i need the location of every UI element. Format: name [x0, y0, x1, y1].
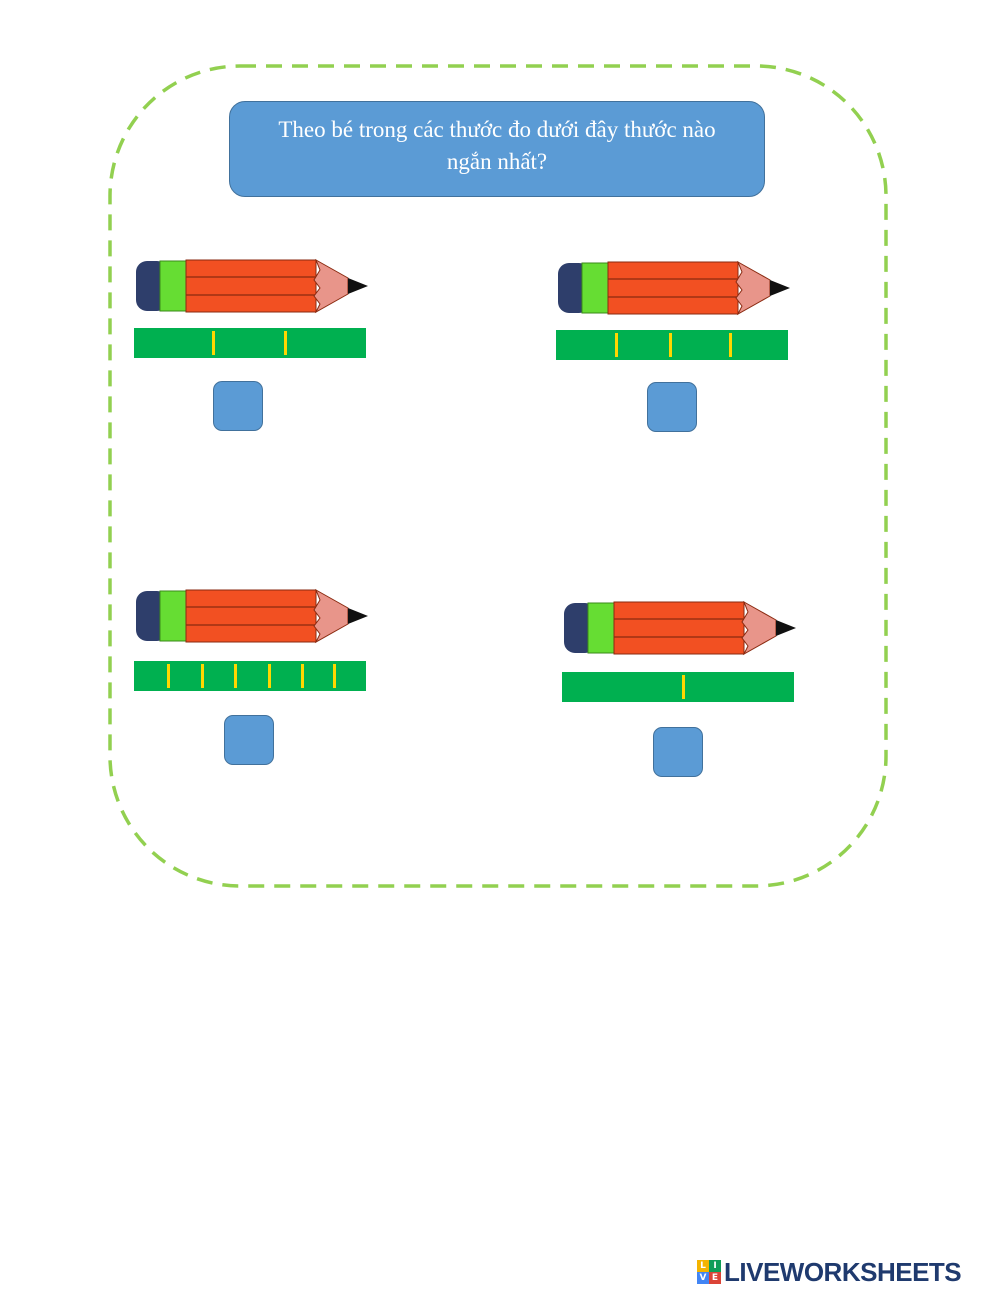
ruler-tick — [333, 664, 336, 688]
ruler-tick — [729, 333, 732, 357]
ruler — [556, 330, 788, 360]
brand-icon-letter: L — [697, 1260, 709, 1272]
answer-box[interactable] — [224, 715, 274, 765]
option-bottom-right — [562, 598, 802, 778]
ruler-tick — [301, 664, 304, 688]
answer-box[interactable] — [647, 382, 697, 432]
option-bottom-left — [134, 586, 374, 766]
answer-box[interactable] — [653, 727, 703, 777]
ruler — [134, 661, 366, 691]
ruler-tick — [212, 331, 215, 355]
question-line-1: Theo bé trong các thước đo dưới đây thướ… — [278, 117, 716, 142]
pencil-icon — [136, 588, 368, 644]
liveworksheets-icon: L I V E — [697, 1260, 721, 1284]
ruler-tick — [284, 331, 287, 355]
ruler-tick — [669, 333, 672, 357]
ruler-tick — [268, 664, 271, 688]
pencil-icon — [564, 600, 796, 656]
ruler-tick — [167, 664, 170, 688]
ruler — [134, 328, 366, 358]
answer-box[interactable] — [213, 381, 263, 431]
pencil-icon — [136, 258, 368, 314]
ruler-tick — [682, 675, 685, 699]
ruler-tick — [201, 664, 204, 688]
brand-icon-letter: V — [697, 1272, 709, 1284]
brand-name: LIVEWORKSHEETS — [724, 1256, 962, 1287]
option-top-left — [134, 256, 374, 436]
pencil-icon — [558, 260, 790, 316]
ruler — [562, 672, 794, 702]
question-line-2: ngắn nhất? — [446, 149, 548, 174]
brand-icon-letter: I — [709, 1260, 721, 1272]
option-top-right — [556, 258, 796, 438]
question-box: Theo bé trong các thước đo dưới đây thướ… — [229, 101, 765, 197]
brand-icon-letter: E — [709, 1272, 721, 1284]
brand-logo: L I V E LIVEWORKSHEETS — [697, 1257, 997, 1287]
ruler-tick — [234, 664, 237, 688]
ruler-tick — [615, 333, 618, 357]
